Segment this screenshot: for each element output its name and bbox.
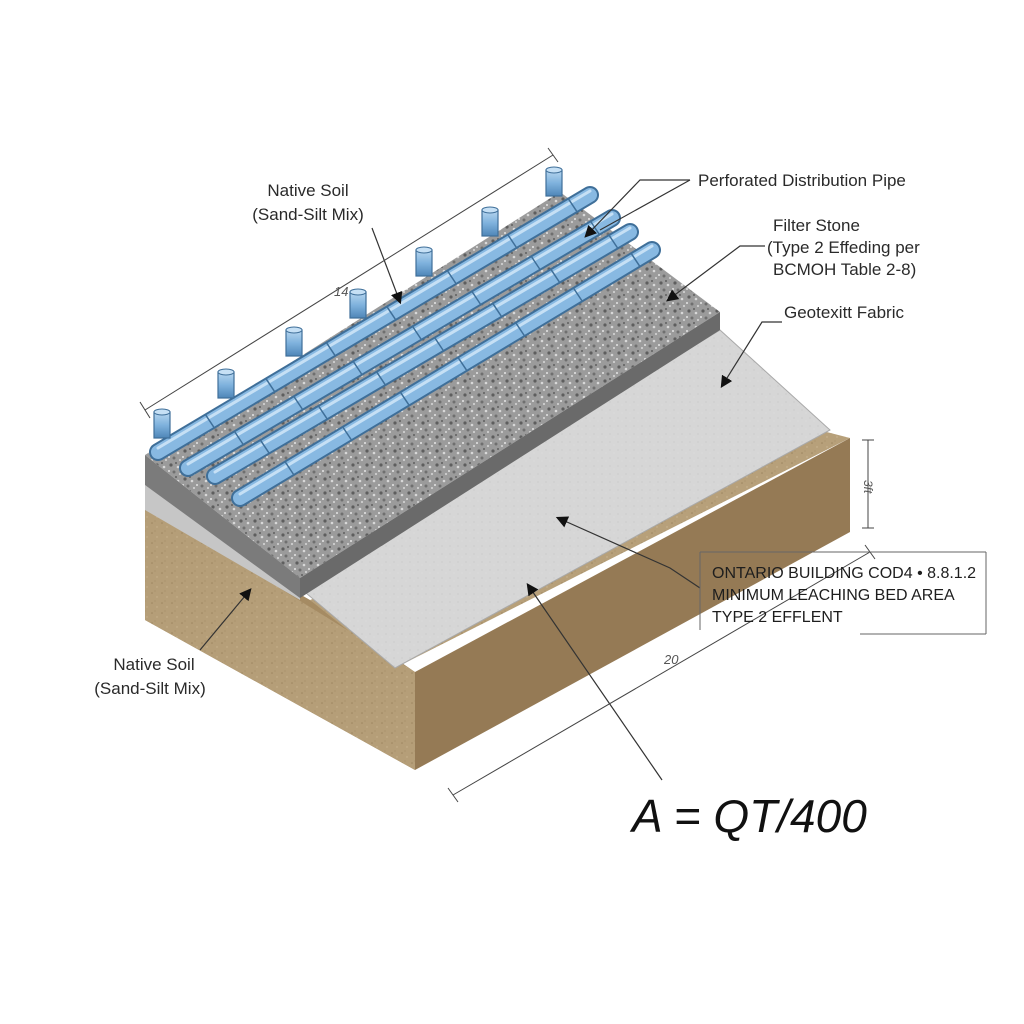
pipe-joint [205, 414, 215, 428]
perforated-pipes [149, 166, 661, 507]
pipe-joint [507, 234, 517, 248]
riser-cap-3 [285, 326, 303, 334]
riser-cap-6 [481, 206, 499, 214]
leader-pipe-2 [599, 179, 691, 231]
code-note-line3: TYPE 2 EFFLENT [712, 609, 843, 626]
riser-cap-5 [415, 246, 433, 254]
riser-port-7 [545, 169, 563, 197]
fabric-fold [145, 485, 300, 600]
leader-geotextile [720, 321, 782, 389]
dim-line-bottom [452, 551, 871, 796]
pipe-joint [318, 406, 328, 419]
pipe-joint [471, 291, 481, 305]
code-note-box: ONTARIO BUILDING COD4 • 8.8.1.2 MINIMUM … [699, 551, 987, 635]
pipe-joint [434, 337, 444, 351]
leader-pipe [584, 179, 690, 238]
label-native-soil-top: Native Soil [267, 181, 348, 200]
riser-port-6 [481, 209, 499, 237]
riser-port-3 [285, 329, 303, 357]
label-filter-table: BCMOH Table 2-8) [773, 260, 916, 279]
pipe-joint [447, 270, 457, 284]
pipe-joint [293, 396, 303, 410]
pipe-1 [151, 188, 597, 459]
pipe-4 [233, 243, 659, 505]
pipe-joint [412, 326, 422, 340]
dim-depth: 3ft [861, 480, 875, 494]
riser-port-5 [415, 249, 433, 277]
pipe-joint [531, 256, 541, 270]
dim-line-top [144, 154, 554, 411]
riser-cap-7 [545, 166, 563, 174]
code-note-line1: ONTARIO BUILDING COD4 • 8.8.1.2 [712, 565, 976, 582]
formula: A = QT/400 [629, 790, 867, 842]
pipe-2-highlight [186, 212, 614, 466]
leader-lines [199, 179, 782, 781]
riser-port-4 [349, 291, 367, 319]
riser-cap-1 [153, 408, 171, 416]
pipe-joint [260, 440, 270, 454]
pipe-joint [284, 461, 295, 475]
label-native-soil-top-sub: (Sand-Silt Mix) [252, 205, 363, 224]
pipe-joint [568, 198, 578, 212]
soil-side-face [145, 505, 415, 770]
leader-native-soil-bottom [199, 588, 252, 651]
pipe-joint [457, 357, 468, 371]
leader-filter [666, 245, 765, 302]
dimension-lines [139, 147, 876, 803]
code-note-line2: MINIMUM LEACHING BED AREA [712, 587, 955, 604]
pipe-joint [400, 392, 410, 406]
leader-native-soil-top [371, 227, 403, 305]
pipe-3-highlight [213, 226, 632, 474]
label-filter-stone: Filter Stone [773, 216, 860, 235]
pipe-joint [608, 235, 619, 249]
stone-front [145, 455, 300, 598]
leader-code-note [555, 516, 701, 589]
pipe-joint [326, 342, 336, 356]
pipe-joint [376, 371, 386, 385]
pipe-joint [342, 427, 352, 440]
pipe-joint [573, 288, 583, 302]
pipe-1-highlight [156, 189, 592, 450]
pipe-joint [550, 269, 560, 283]
dim-length-top: 14 [334, 284, 348, 299]
soil-right-face [415, 438, 850, 770]
pipe-2 [181, 211, 619, 475]
leader-formula [526, 583, 663, 781]
pipe-3 [208, 225, 637, 483]
dim-length-bottom: 20 [663, 652, 679, 667]
riser-port-2 [217, 371, 235, 399]
label-pipe: Perforated Distribution Pipe [698, 171, 906, 190]
riser-port-1 [153, 411, 171, 439]
riser-cap-2 [217, 368, 235, 376]
pipe-joint [492, 303, 502, 317]
label-filter-type: (Type 2 Effeding per [767, 238, 920, 257]
label-native-soil-bottom: Native Soil [113, 655, 194, 674]
pipe-joint [234, 431, 244, 445]
riser-cap-4 [349, 288, 367, 296]
pipe-joint [352, 361, 363, 375]
label-native-soil-bottom-sub: (Sand-Silt Mix) [94, 679, 205, 698]
pipe-joint [265, 378, 275, 392]
pipe-joint [386, 306, 396, 320]
label-geotextile: Geotexitt Fabric [784, 303, 904, 322]
pipe-joint [515, 322, 525, 336]
stone-right [300, 312, 720, 598]
pipe-joint [630, 253, 641, 267]
pipe-4-highlight [238, 244, 654, 496]
